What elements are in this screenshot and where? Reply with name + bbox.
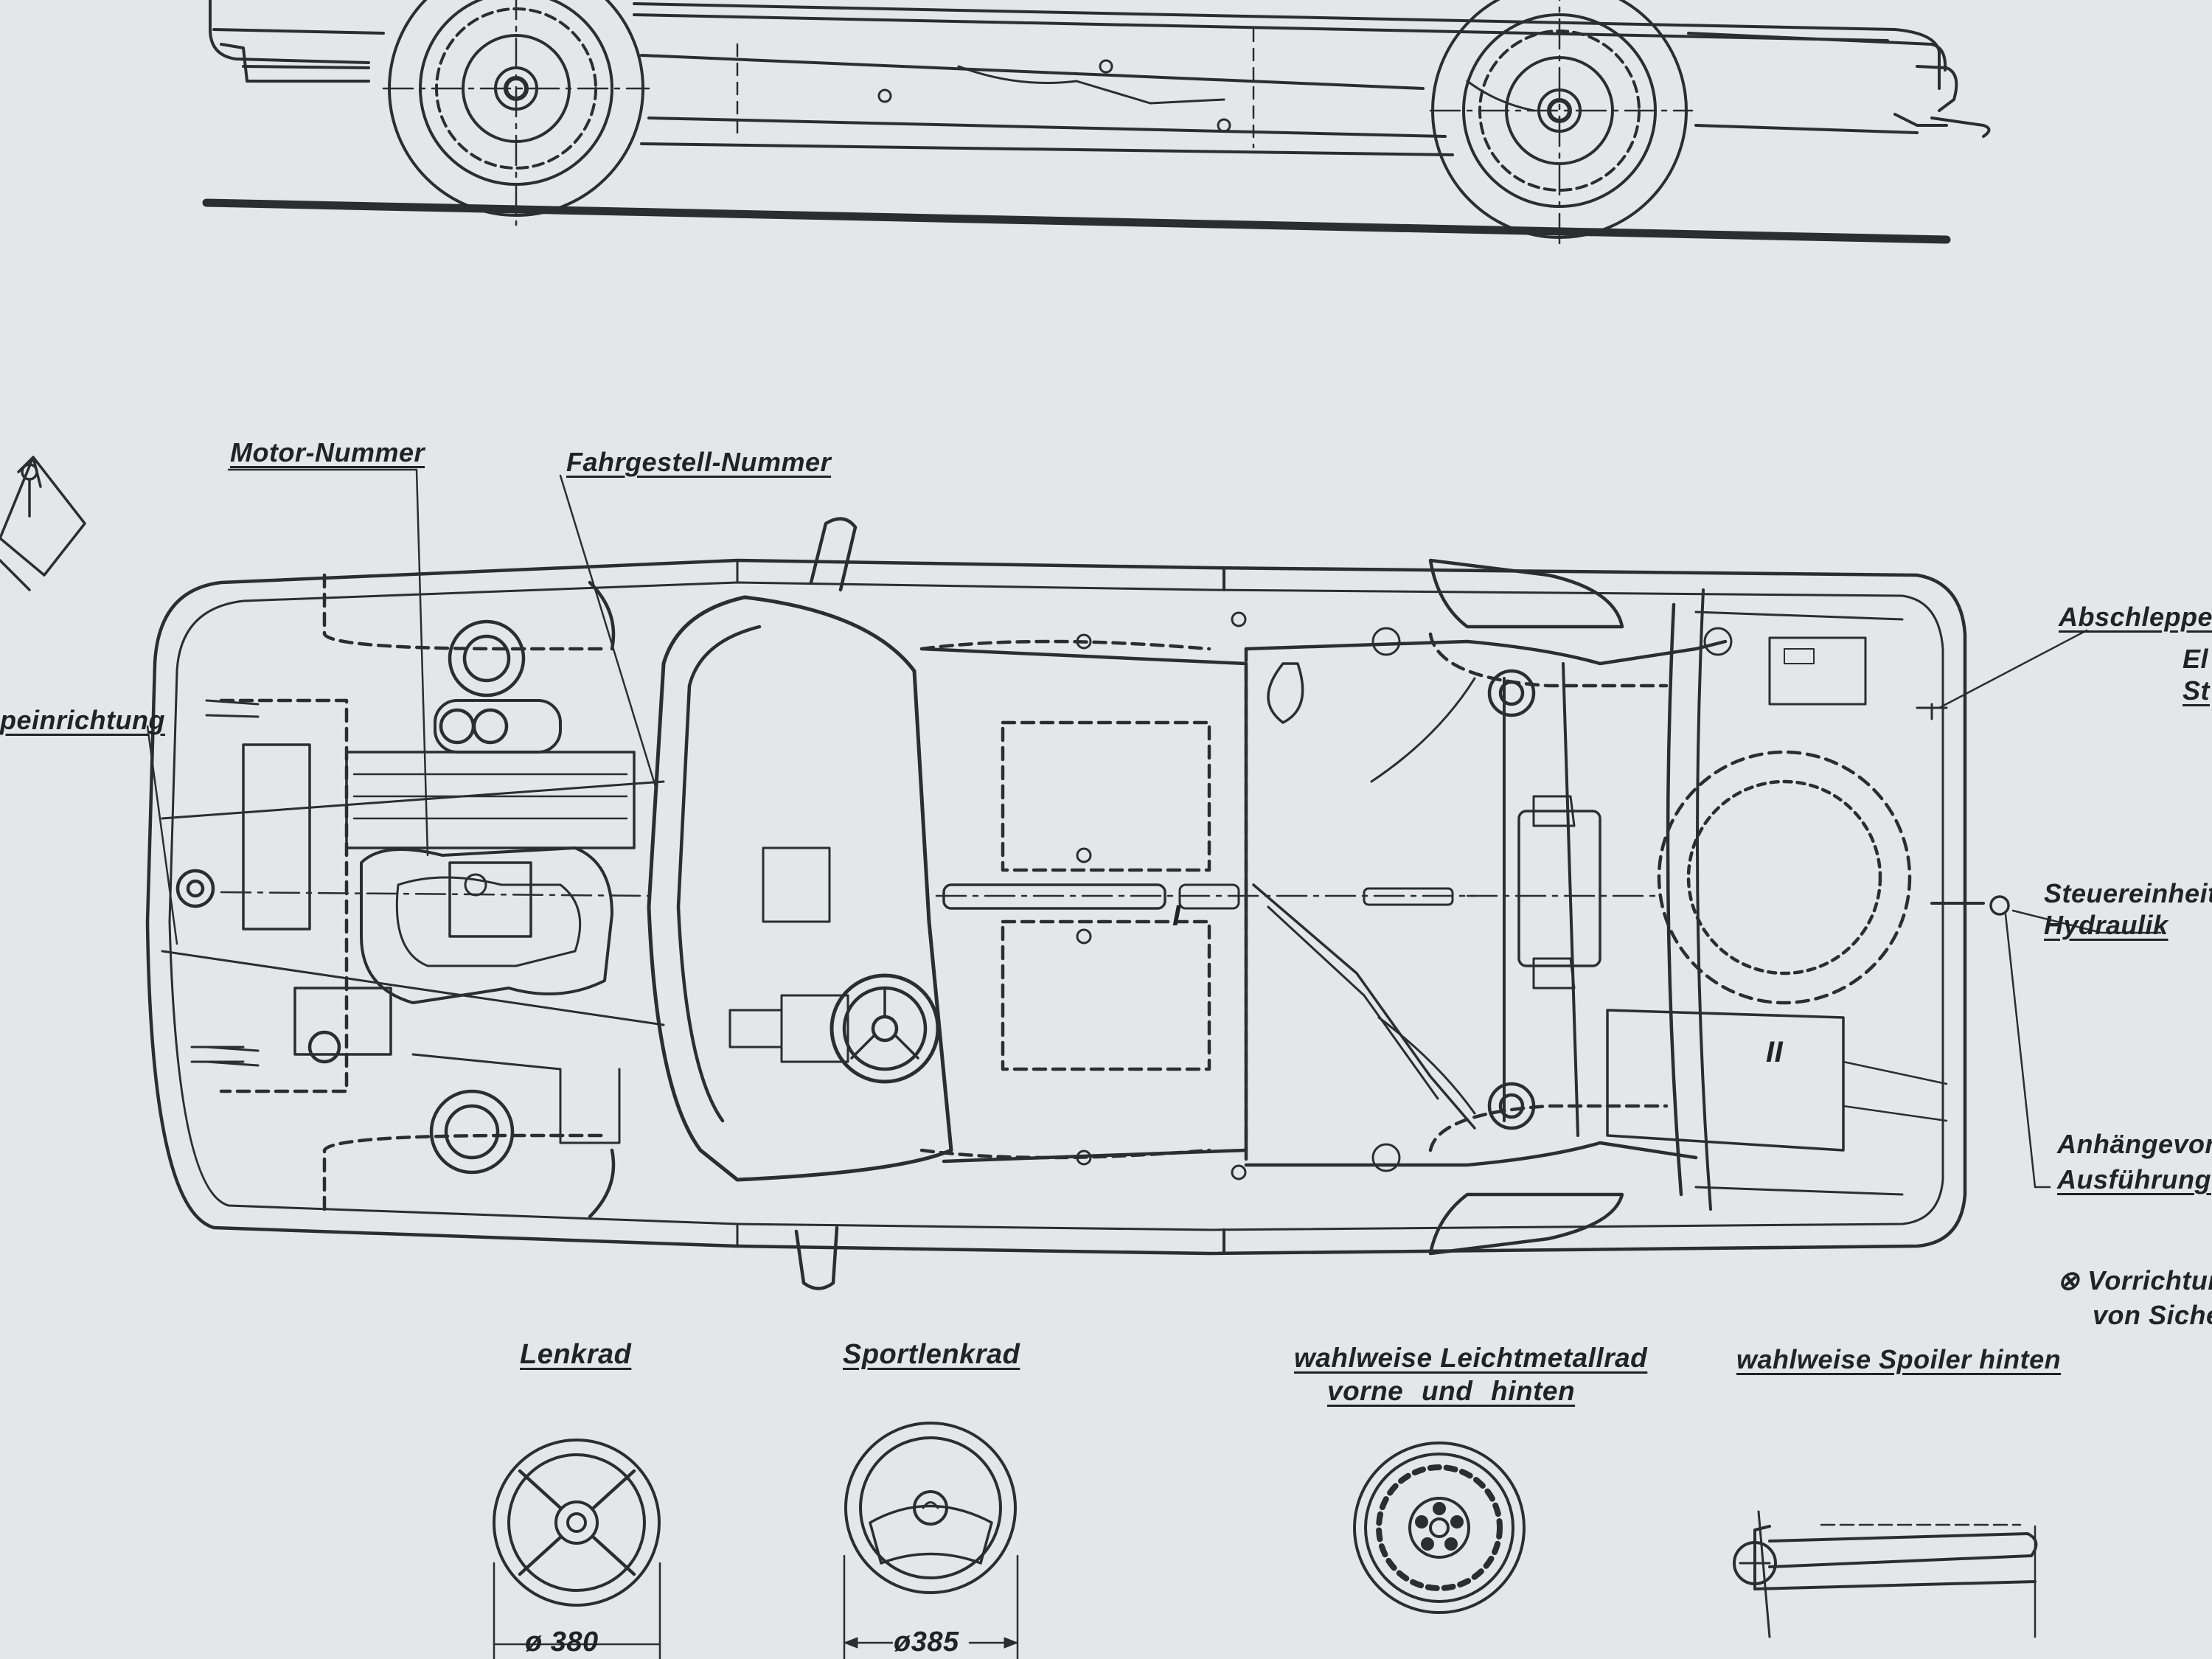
chassis-number-callout: Fahrgestell-Nummer (566, 447, 832, 477)
steering-wheel-title: Lenkrad (520, 1339, 632, 1370)
steering-wheel-detail (493, 1439, 661, 1659)
trailer-hitch-callout-line2: Ausführung (2057, 1164, 2211, 1194)
alloy-wheel-title: wahlweise Leichtmetallrad (1294, 1343, 1648, 1373)
steering-wheel-dimension: ø 380 (525, 1627, 599, 1658)
device-note-line2: von Siche (2093, 1300, 2212, 1330)
gear-shifter-fragment (0, 456, 86, 591)
sport-steering-wheel-dimension: ø385 (894, 1627, 959, 1658)
control-unit-callout-line2: Hydraulik (2044, 910, 2168, 940)
marker-front: I (1172, 900, 1181, 932)
sport-steering-wheel-detail (843, 1422, 1019, 1659)
left-edge-callout: peinrichtung (0, 705, 165, 735)
sport-steering-wheel-title: Sportlenkrad (843, 1339, 1020, 1370)
marker-rear: II (1766, 1036, 1784, 1068)
alloy-wheel-subtitle: vorne und hinten (1327, 1376, 1576, 1406)
side-view (202, 0, 1991, 245)
top-view (145, 517, 2010, 1290)
trailer-hitch-callout-line1: Anhängevorri (2057, 1129, 2212, 1159)
right-callout-el: El (2183, 644, 2209, 674)
alloy-wheel-detail (1353, 1441, 1526, 1614)
right-callout-st: St (2183, 675, 2210, 706)
control-unit-callout-line1: Steuereinheit (2044, 878, 2212, 908)
device-note-line1: ⊗ Vorrichtun (2057, 1265, 2212, 1295)
tow-hook-callout: Abschleppein (2059, 602, 2212, 632)
motor-number-callout: Motor-Nummer (230, 437, 425, 467)
rear-spoiler-title: wahlweise Spoiler hinten (1736, 1344, 2062, 1374)
rear-spoiler-detail (1733, 1510, 2038, 1638)
callout-leaders (146, 468, 2162, 1189)
